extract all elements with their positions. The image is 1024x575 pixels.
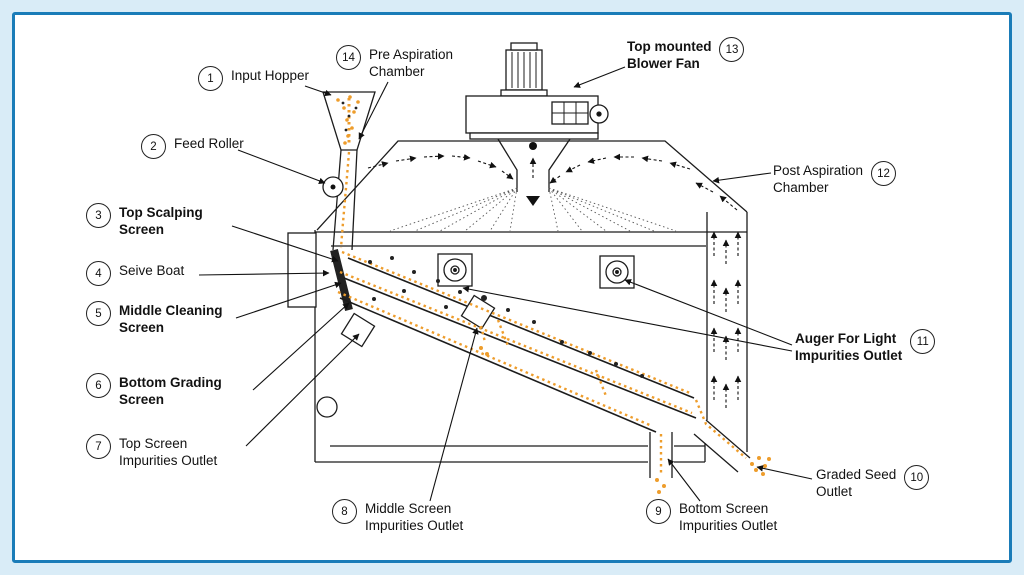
- leader-post-aspiration-chamber: [712, 172, 772, 184]
- leader-bottom-screen-impurities-outlet: [667, 458, 701, 502]
- callout-label-2: Feed Roller: [174, 136, 244, 151]
- blower-fan: [465, 42, 609, 206]
- top-scalping-screen: [347, 257, 695, 399]
- leader-lines: [198, 66, 813, 502]
- leader-pre-aspiration-chamber: [358, 81, 389, 140]
- callout-number-6: 6: [86, 373, 111, 398]
- callout-number-1: 1: [198, 66, 223, 91]
- leader-auger-right: [624, 279, 793, 346]
- feed-roller: [322, 176, 344, 198]
- air-flow-arrows: [367, 153, 742, 408]
- callout-label-4: Seive Boat: [119, 263, 185, 278]
- air-spray: [389, 187, 677, 232]
- callout-number-10: 10: [904, 465, 930, 490]
- callout-number-11: 11: [910, 329, 936, 354]
- seive-boat-bracket: [287, 232, 317, 308]
- leader-top-mounted-blower-fan: [573, 66, 626, 88]
- callout-number-12: 12: [871, 161, 897, 186]
- callout-number-2: 2: [141, 134, 166, 159]
- leader-feed-roller: [237, 149, 326, 184]
- callout-number-13: 13: [719, 37, 745, 62]
- callout-label-1: Input Hopper: [231, 68, 310, 83]
- leader-auger-left: [462, 285, 793, 352]
- leader-top-screen-impurities-outlet: [245, 333, 360, 447]
- bottom-grading-screen: [339, 297, 657, 433]
- leader-input-hopper: [304, 85, 332, 97]
- callout-number-5: 5: [86, 301, 111, 326]
- callout-number-7: 7: [86, 434, 111, 459]
- middle-cleaning-screen: [343, 277, 697, 419]
- leader-middle-cleaning-screen: [235, 281, 342, 319]
- seed-flow: [337, 98, 747, 474]
- leader-middle-screen-impurities-outlet: [429, 327, 479, 502]
- top-screen-outlet-chute: [340, 312, 376, 348]
- auger-left: [437, 253, 473, 287]
- callout-input-hopper: 1 Input Hopper: [198, 66, 309, 91]
- leader-graded-seed-outlet: [756, 465, 813, 480]
- callout-feed-roller: 2 Feed Roller: [141, 134, 244, 159]
- auger-right: [599, 255, 635, 289]
- callout-number-8: 8: [332, 499, 357, 524]
- leader-seive-boat: [198, 269, 330, 277]
- callout-number-4: 4: [86, 261, 111, 286]
- impurity-dots: [341, 101, 644, 378]
- callout-number-9: 9: [646, 499, 671, 524]
- bottom-screen-outlet-chute: [649, 432, 673, 478]
- seed-dots: [336, 95, 771, 494]
- post-aspiration-chamber: [693, 212, 751, 473]
- callout-number-14: 14: [336, 45, 361, 70]
- callout-number-3: 3: [86, 203, 111, 228]
- aspiration-duct: [497, 138, 571, 192]
- leader-top-scalping-screen: [231, 225, 339, 263]
- seive-boat-pivot: [316, 396, 338, 418]
- middle-screen-outlet-chute: [460, 294, 496, 330]
- leader-bottom-grading-screen: [252, 302, 350, 391]
- input-hopper: [322, 91, 376, 251]
- callout-seive-boat: 4 Seive Boat: [86, 261, 184, 286]
